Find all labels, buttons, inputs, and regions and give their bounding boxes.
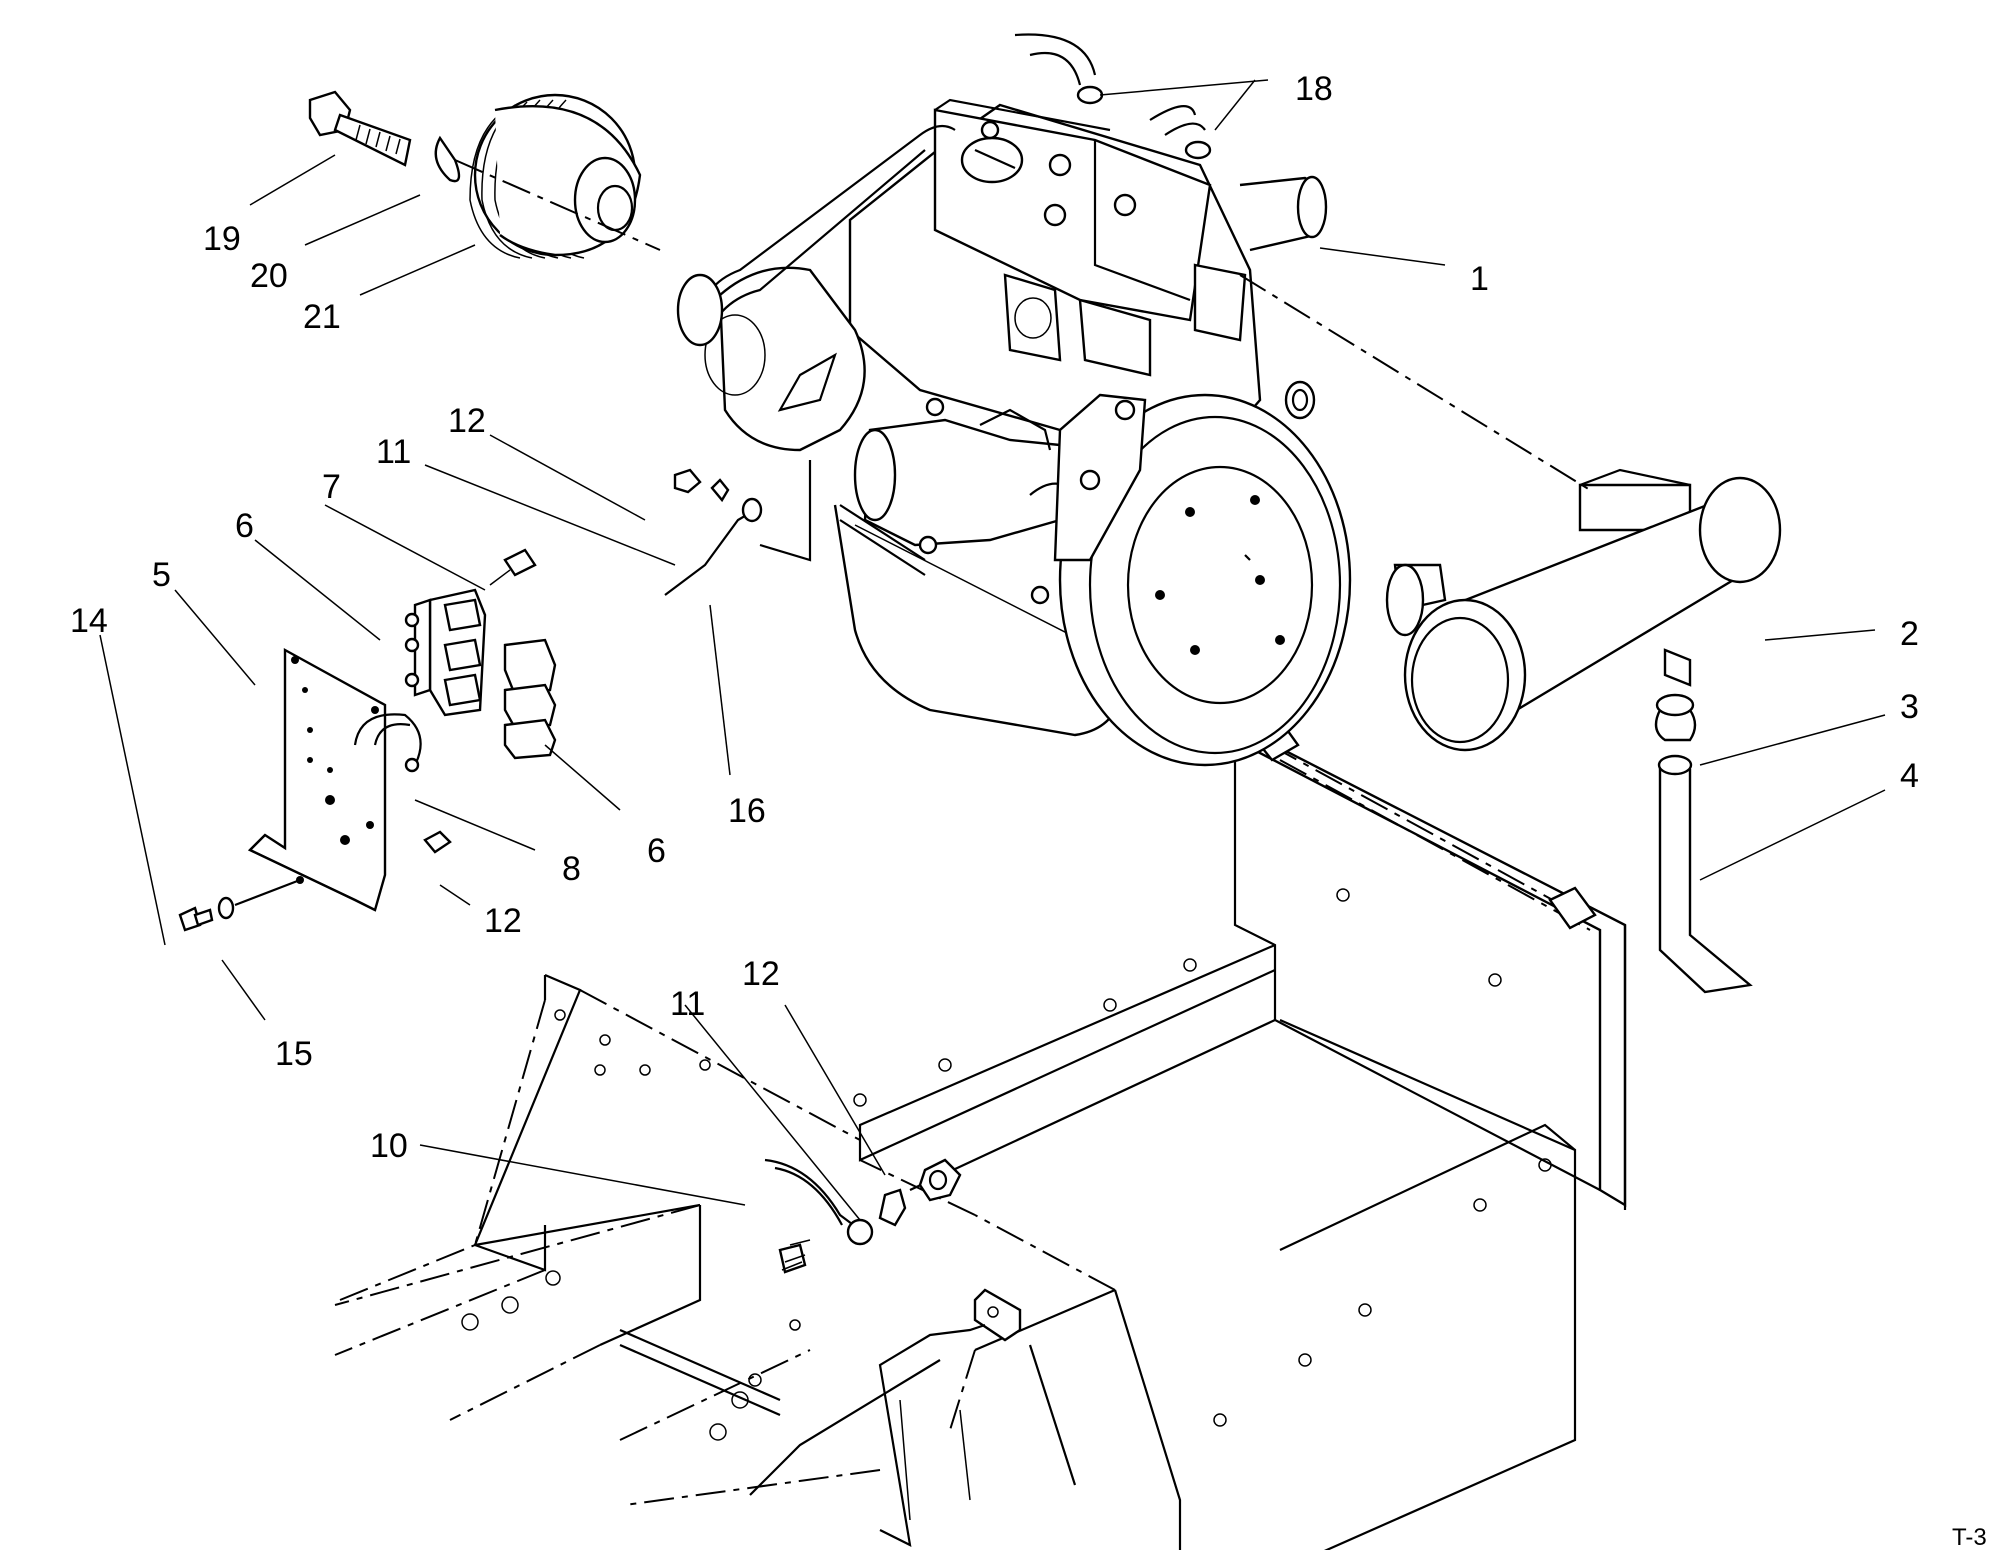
lifting-eye [1284, 380, 1316, 420]
hex-nut [918, 1158, 962, 1202]
crank-pulley [676, 273, 724, 347]
callout-4: 4 [1900, 757, 1919, 795]
oil-filler-cap [960, 136, 1024, 184]
callout-11: 11 [376, 433, 411, 471]
callout-12: 12 [484, 902, 522, 940]
flywheel-housing [1058, 393, 1352, 767]
hose-fitting [1184, 140, 1212, 160]
frame-side-panel [1233, 723, 1627, 1208]
mounting-plate [247, 647, 387, 912]
hex-nut [673, 468, 702, 494]
callout-19: 19 [203, 220, 241, 258]
ground-stud [778, 1243, 807, 1274]
grooved-pulley [454, 93, 661, 259]
callout-6: 6 [647, 832, 666, 870]
hex-nut [423, 830, 452, 854]
alternator [718, 266, 866, 452]
hose-fitting [1076, 85, 1104, 105]
muffler-assembly [1239, 274, 1782, 994]
callout-15: 15 [275, 1035, 313, 1073]
chassis-frame [334, 723, 1627, 1550]
callout-16: 16 [728, 792, 766, 830]
lock-washer [217, 896, 235, 920]
relay-bracket-assembly [178, 548, 557, 932]
relay-screw [503, 548, 537, 577]
callout-3: 3 [1900, 688, 1919, 726]
engine-assembly [676, 33, 1352, 767]
figure-id: T-3 [1952, 1524, 1987, 1550]
ring-terminal [846, 1218, 874, 1246]
callout-1: 1 [1470, 260, 1489, 298]
leader-lines [99, 79, 1886, 1221]
callout-11: 11 [670, 985, 705, 1023]
callout-7: 7 [322, 468, 341, 506]
callout-14: 14 [70, 602, 108, 640]
exhaust-clamp [1654, 708, 1697, 742]
callout-6: 6 [235, 507, 254, 545]
callout-10: 10 [370, 1127, 408, 1165]
star-washer [878, 1188, 907, 1227]
pulley-assembly [308, 90, 661, 259]
engine-mount-bracket [1053, 393, 1147, 562]
callout-18: 18 [1295, 70, 1333, 108]
relay-bank [404, 588, 557, 760]
fuel-pump [1003, 273, 1062, 362]
lock-washer [434, 135, 461, 183]
engine-ground-wire [664, 468, 763, 596]
callout-21: 21 [303, 298, 341, 336]
callout-2: 2 [1900, 615, 1919, 653]
frame-ground-hardware [764, 1158, 962, 1274]
callout-labels: 1 2 3 4 5 6 6 7 8 10 11 11 12 12 12 14 1… [70, 70, 1987, 1550]
callout-20: 20 [250, 257, 288, 295]
star-washer [710, 478, 730, 503]
callout-8: 8 [562, 850, 581, 888]
callout-12: 12 [448, 402, 486, 440]
callout-5: 5 [152, 556, 171, 594]
callout-12: 12 [742, 955, 780, 993]
exhaust-pipe [1658, 763, 1753, 994]
